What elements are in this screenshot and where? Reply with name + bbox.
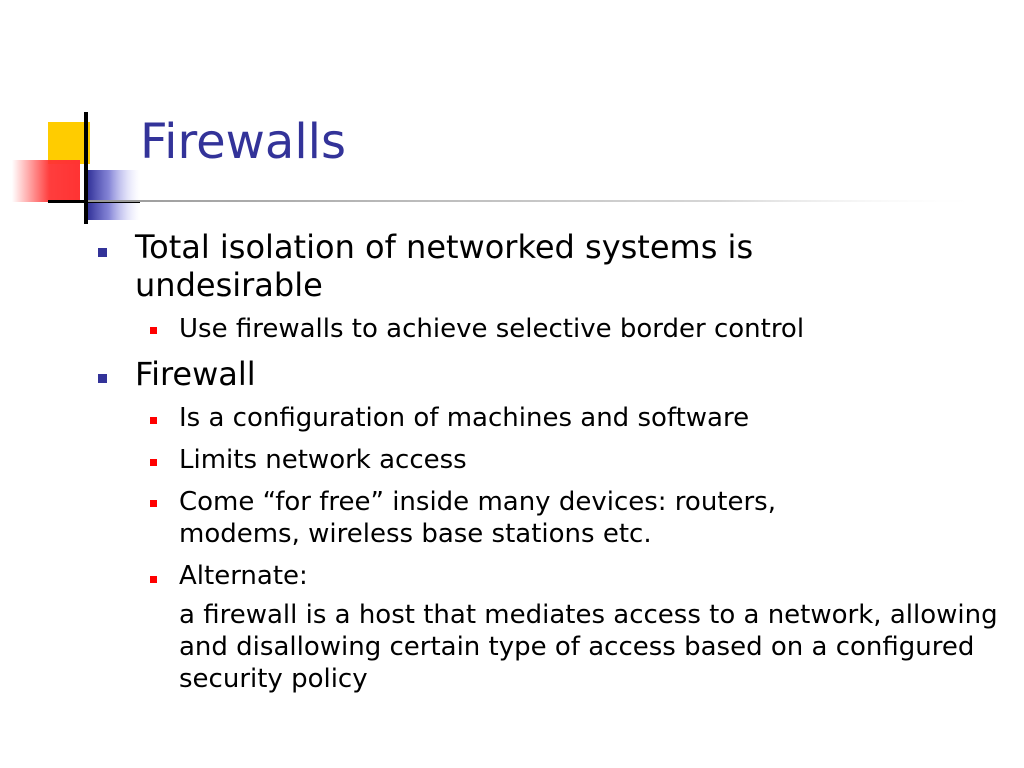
title-underline bbox=[88, 200, 988, 202]
level1-bullet-marker bbox=[98, 374, 107, 383]
level2-bullet-marker bbox=[150, 459, 157, 466]
sub-bullet-text: Is a configuration of machines and softw… bbox=[179, 403, 750, 433]
level2-bullet-marker bbox=[150, 576, 157, 583]
vertical-rule bbox=[84, 112, 88, 224]
level2-bullet-marker bbox=[150, 417, 157, 424]
sub-bullet-text: Alternate: bbox=[179, 561, 308, 591]
level1-bullet-marker bbox=[98, 248, 107, 257]
corner-decoration bbox=[12, 112, 988, 224]
slide-title: Firewalls bbox=[140, 114, 347, 170]
sub-bullet-text: a firewall is a host that mediates acces… bbox=[179, 600, 998, 694]
blue-block bbox=[88, 170, 140, 220]
red-block bbox=[12, 160, 80, 202]
sub-bullet-text: Come “for free” inside many devices: rou… bbox=[179, 487, 776, 549]
sub-bullet-text: Limits network access bbox=[179, 445, 467, 475]
yellow-square bbox=[48, 122, 90, 164]
sub-bullet-text: Use firewalls to achieve selective borde… bbox=[179, 314, 805, 344]
level2-bullet-marker bbox=[150, 327, 157, 334]
level2-bullet-marker bbox=[150, 500, 157, 507]
bullet-text: Firewall bbox=[135, 355, 256, 393]
bullet-text: Total isolation of networked systems is … bbox=[135, 228, 754, 304]
